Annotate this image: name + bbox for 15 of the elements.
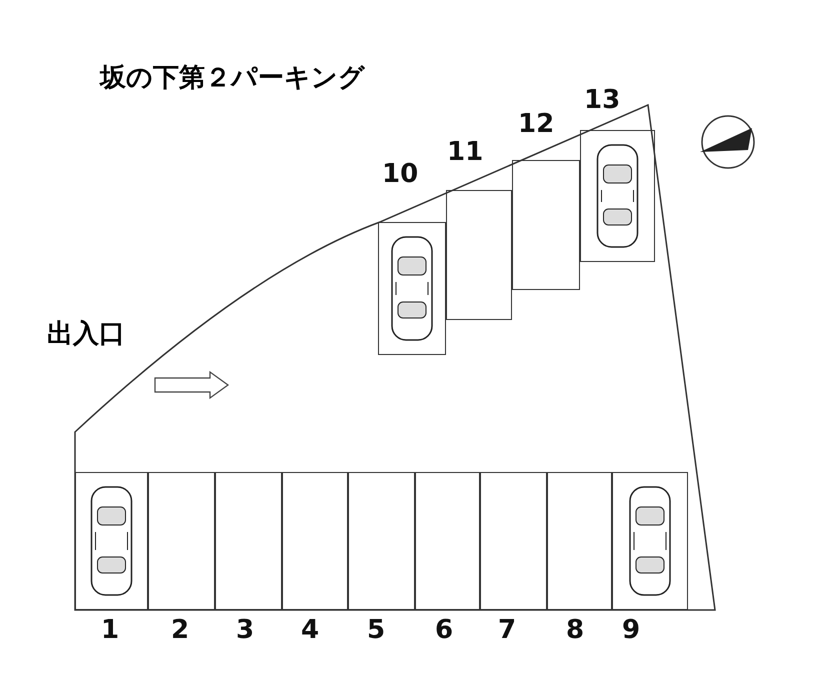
space-number: 2 — [171, 615, 190, 645]
entrance-label: 出入口 — [47, 318, 125, 351]
space-number: 4 — [301, 615, 320, 645]
space-number: 1 — [101, 615, 120, 645]
space-number: 3 — [236, 615, 254, 645]
space-number: 7 — [498, 615, 516, 645]
space-number: 12 — [518, 109, 554, 139]
space-number: 5 — [367, 615, 386, 645]
title: 坂の下第２パーキング — [100, 62, 365, 95]
space-number: 9 — [622, 615, 640, 645]
space-number: 8 — [566, 615, 584, 645]
space-number: 6 — [435, 615, 454, 645]
space-number: 13 — [584, 85, 620, 115]
space-number: 11 — [447, 137, 484, 167]
space-number: 10 — [382, 159, 418, 189]
